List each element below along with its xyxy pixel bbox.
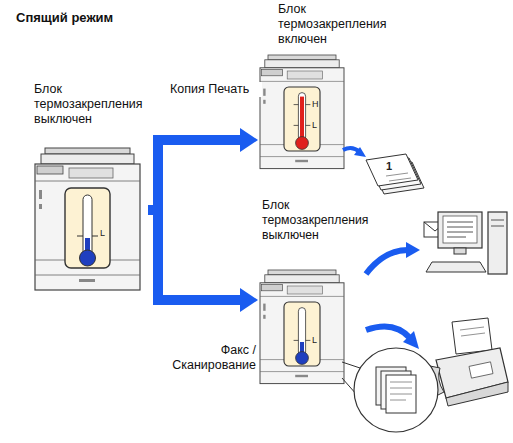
text-line — [390, 400, 406, 401]
fax-base — [446, 382, 508, 406]
drive-slot — [491, 226, 504, 227]
printed-pages — [366, 154, 424, 194]
printer-off — [260, 270, 344, 384]
node-label: Блок термозакрепления включен — [258, 2, 390, 47]
computer-tower — [488, 212, 507, 274]
thermometer — [65, 188, 110, 268]
computer-icon — [424, 212, 507, 274]
thermo-bulb — [80, 250, 96, 266]
printer-left — [35, 148, 140, 290]
text-line — [390, 394, 412, 395]
connector-line — [148, 140, 242, 210]
diagram-title: Спящий режим — [16, 10, 113, 25]
screen-line — [447, 222, 473, 223]
send-arrow — [366, 326, 410, 338]
printer-node: Блок термозакрепления включен — [258, 2, 390, 182]
screen-line — [447, 237, 466, 238]
printer-body — [260, 270, 344, 384]
text-line — [389, 178, 411, 181]
thermo-bulb — [296, 137, 309, 150]
node-label: Блок термозакрепления выключен — [258, 198, 370, 243]
document-sheet — [386, 375, 416, 413]
screen — [443, 216, 477, 243]
callout-circle — [354, 348, 438, 432]
flow-connector — [148, 210, 258, 312]
arrow-head — [406, 242, 420, 258]
printer-body — [35, 148, 140, 290]
thermo-fill-high — [300, 97, 304, 142]
text-line — [390, 382, 412, 383]
thermometer-mark: L — [100, 228, 105, 238]
thermometer-mark: L — [312, 335, 317, 345]
keypad — [469, 362, 493, 378]
arrow-head — [240, 128, 258, 152]
node-label: Блок термозакрепления выключен — [28, 82, 148, 127]
thermometer — [284, 87, 320, 151]
thermometer-mark: H — [312, 99, 319, 109]
callout-pointer — [342, 362, 360, 368]
text-line — [386, 173, 408, 176]
monitor-stand — [454, 248, 466, 254]
monitor — [438, 212, 482, 248]
printer-on — [260, 55, 344, 169]
arrow-head — [403, 331, 419, 349]
printer-node: Блок термозакрепления выключен — [28, 82, 148, 292]
paper-sheet — [366, 154, 418, 186]
fax-paper — [452, 318, 492, 354]
text-line — [390, 388, 412, 389]
printer-body — [260, 55, 344, 169]
callout-bubble — [342, 348, 438, 432]
printer-node: Блок термозакрепления выключен — [258, 198, 370, 398]
thermometer — [284, 302, 320, 366]
thermometer-mark: L — [312, 120, 317, 130]
tick-mark — [306, 104, 311, 105]
flow-connector — [148, 128, 258, 210]
screen-line — [447, 232, 473, 233]
arrow-head — [354, 147, 366, 157]
tick-mark — [294, 104, 299, 105]
fax-icon — [428, 318, 508, 406]
text-line — [460, 327, 484, 330]
edge-label: Копия Печать — [168, 82, 262, 97]
page-number: 1 — [386, 160, 392, 172]
screen-line — [447, 227, 473, 228]
send-arrow — [366, 250, 408, 274]
edge-label: Факс / Сканирование — [156, 343, 258, 373]
thermo-bulb — [296, 352, 309, 365]
keyboard — [426, 262, 486, 272]
connector-line — [148, 210, 242, 300]
arrow-head — [240, 288, 258, 312]
drive-slot — [491, 220, 504, 221]
text-line — [461, 333, 485, 336]
